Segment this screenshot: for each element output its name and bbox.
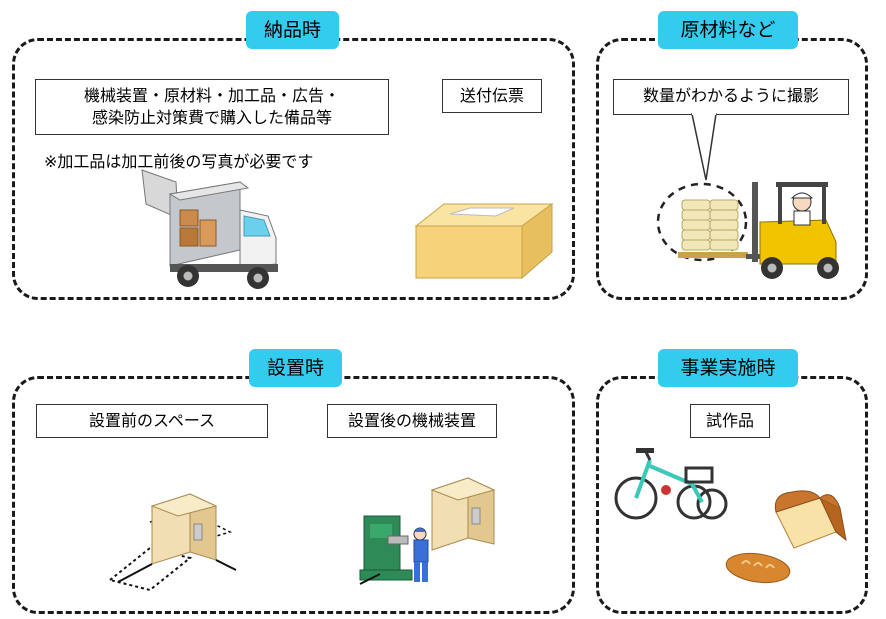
invoice-label: 送付伝票 <box>442 79 542 113</box>
prototype-products-illustration <box>614 448 847 584</box>
delivery-items-line2: 感染防止対策費で購入した備品等 <box>91 108 332 127</box>
empty-space-illustration <box>107 493 237 592</box>
delivery-truck-illustration <box>141 169 278 289</box>
delivery-items-line1: 機械装置・原材料・加工品・広告・ <box>83 86 340 105</box>
implementation-tag: 事業実施時 <box>658 349 798 387</box>
installation-tag: 設置時 <box>249 349 342 387</box>
materials-tag: 原材料など <box>658 11 798 49</box>
materials-callout: 数量がわかるように撮影 <box>613 79 849 115</box>
before-installation-label: 設置前のスペース <box>36 404 268 438</box>
processed-goods-note: ※加工品は加工前後の写真が必要です <box>44 152 314 171</box>
delivery-items-box: 機械装置・原材料・加工品・広告・ 感染防止対策費で購入した備品等 <box>35 79 389 135</box>
forklift-illustration <box>656 112 839 279</box>
prototype-label: 試作品 <box>690 404 770 438</box>
parcel-box-illustration <box>414 203 554 280</box>
after-installation-label: 設置後の機械装置 <box>327 404 497 438</box>
delivery-tag: 納品時 <box>246 11 339 49</box>
installed-machine-illustration <box>359 477 496 585</box>
